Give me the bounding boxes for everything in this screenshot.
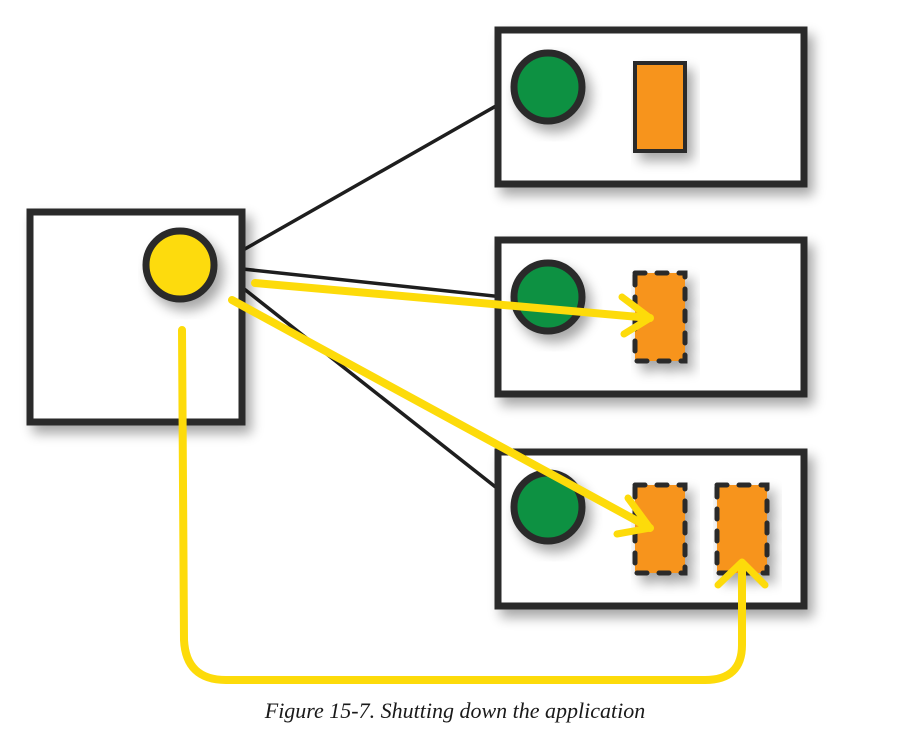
task-running: [633, 61, 687, 153]
shutdown-signal-arrows: [178, 279, 769, 684]
arrowhead-icon: [613, 494, 654, 538]
figure-caption: Figure 15-7. Shutting down the applicati…: [264, 698, 646, 723]
connection-line-worker-1: [213, 96, 512, 268]
shutdown-arrow-worker-3-task-2: [178, 326, 746, 684]
connection-line-worker-3: [213, 264, 514, 502]
application-node-icon: [142, 227, 218, 303]
shutdown-arrow-worker-3-task-1: [228, 296, 654, 532]
worker-node-icon: [510, 259, 586, 335]
connection-lines: [213, 96, 514, 502]
node-main: [26, 208, 246, 426]
arrowhead-icon: [714, 558, 769, 589]
arrowhead-icon: [618, 293, 654, 338]
node-worker-1: [494, 26, 808, 188]
worker-node-icon: [510, 49, 586, 125]
shutdown-arrow-worker-2-task-1: [251, 279, 654, 322]
connection-line-worker-2: [213, 264, 514, 300]
